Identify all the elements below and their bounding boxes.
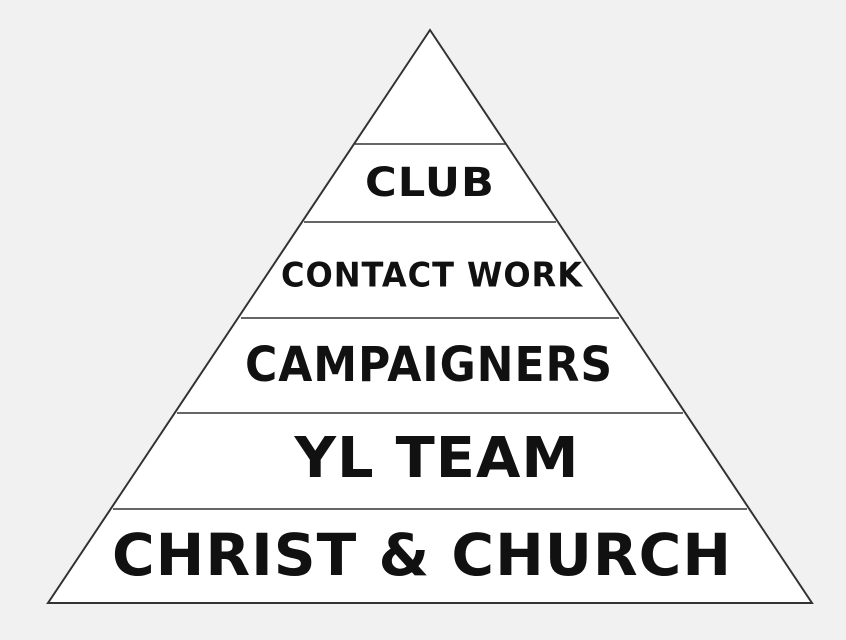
tier-label-club: CLUB: [365, 160, 495, 206]
pyramid-outline: [46, 28, 814, 604]
tier-label-christ-church: CHRIST & CHURCH: [112, 521, 732, 589]
tier-label-yl-team: YL TEAM: [293, 426, 579, 491]
tier-label-contact-work: CONTACT WORK: [281, 256, 584, 296]
tier-label-campaigners: CAMPAIGNERS: [245, 337, 613, 393]
